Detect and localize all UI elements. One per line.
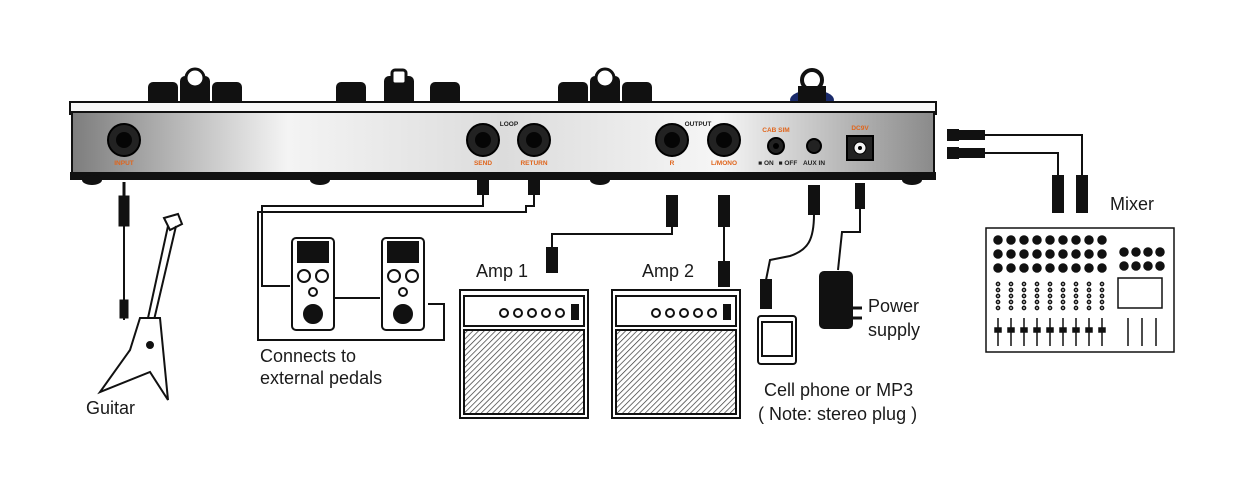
amp2-label: Amp 2 — [642, 261, 694, 281]
guitar-icon — [97, 212, 184, 401]
phone-label-line2: ( Note: stereo plug ) — [758, 404, 917, 424]
phone-label-line1: Cell phone or MP3 — [764, 380, 913, 400]
loop-cables — [257, 175, 540, 341]
dc-label: DC9V — [851, 125, 869, 132]
r-jack-label: R — [670, 160, 675, 167]
send-jack-label: SEND — [474, 160, 492, 167]
power-label-line1: Power — [868, 296, 919, 316]
send-jack — [466, 123, 500, 157]
aux-in-label: AUX IN — [803, 160, 825, 167]
loop-label: LOOP — [500, 121, 519, 128]
input-jack-label: INPUT — [114, 160, 134, 167]
back-panel — [71, 111, 935, 175]
lmono-output-jack — [707, 123, 741, 157]
input-jack — [107, 123, 141, 157]
cab-on-label: ■ ON — [758, 160, 774, 167]
mixer-cables — [947, 129, 1088, 213]
mixer-label: Mixer — [1110, 194, 1154, 214]
phone-icon — [757, 315, 797, 365]
amp-1-icon — [459, 289, 589, 419]
cab-sim-switch — [767, 137, 785, 155]
amp-cables — [546, 195, 730, 287]
amp-2-icon — [611, 289, 741, 419]
main-unit: INPUT LOOP SEND RETURN OUTPUT R L/MONO C… — [69, 67, 937, 185]
guitar-label: Guitar — [86, 398, 135, 418]
power-cable — [837, 183, 865, 271]
power-label-line2: supply — [868, 320, 920, 340]
aux-cable — [760, 185, 820, 309]
dc-power-jack — [846, 135, 874, 161]
bottom-rail — [70, 172, 936, 180]
pedal-1-icon — [291, 237, 335, 331]
feet — [82, 175, 922, 185]
lmono-jack-label: L/MONO — [711, 160, 737, 167]
r-output-jack — [655, 123, 689, 157]
pedals-label-line1: Connects to — [260, 346, 356, 366]
pedal-2-icon — [381, 237, 425, 331]
cab-sim-label: CAB SIM — [762, 127, 789, 134]
return-jack-label: RETURN — [520, 160, 547, 167]
guitar-cable — [118, 182, 130, 320]
cab-off-label: ■ OFF — [779, 160, 798, 167]
output-label: OUTPUT — [685, 121, 712, 128]
amp1-label: Amp 1 — [476, 261, 528, 281]
power-supply-icon — [819, 271, 862, 329]
pedals-label-line2: external pedals — [260, 368, 382, 388]
return-jack — [517, 123, 551, 157]
mixer-icon — [985, 227, 1175, 353]
aux-in-jack — [806, 138, 822, 154]
